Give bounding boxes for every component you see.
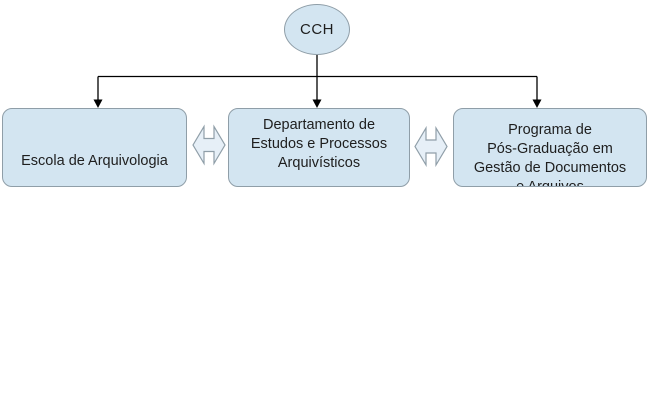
arrowhead-down-left-icon [93, 99, 103, 108]
double-arrow-left-icon [192, 124, 226, 166]
node-text-line-clipped: e Arquivos [516, 179, 584, 187]
double-arrow-right-icon [414, 125, 448, 168]
node-text-line: Escola de Arquivologia [21, 153, 168, 169]
arrowhead-down-right-icon [532, 99, 542, 108]
node-programa-de-pos-graduacao-gestao-de-documentos: Programa de Pós-Graduação em Gestão de D… [453, 108, 647, 187]
node-text-line: Estudos e Processos [250, 136, 388, 152]
node-text-line: Arquivísticos [277, 155, 361, 171]
root-node-cch: CCH [284, 4, 350, 55]
tree-connector-lines [97, 55, 538, 101]
node-text-line: Pós-Graduação em [487, 141, 613, 157]
arrowhead-down-center-icon [312, 99, 322, 108]
node-escola-de-arquivologia: Escola de Arquivologia [2, 108, 187, 187]
node-text-line: Gestão de Documentos [473, 160, 627, 176]
node-departamento-estudos-e-processos-arquivisticos: Departamento de Estudos e Processos Arqu… [228, 108, 410, 187]
node-text-line: Programa de [508, 122, 592, 138]
node-text-line: Departamento de [262, 117, 376, 133]
root-node-label: CCH [300, 21, 334, 38]
